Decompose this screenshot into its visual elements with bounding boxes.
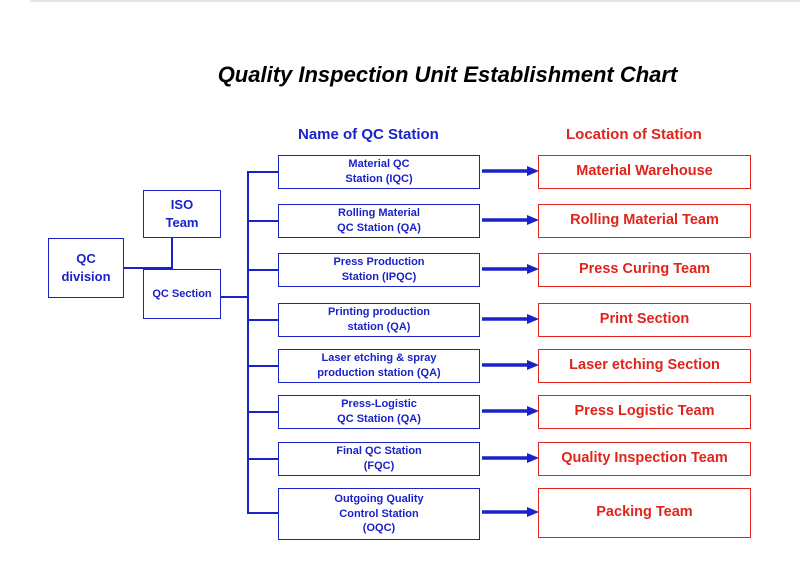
division-connector (124, 267, 172, 269)
location-column-header: Location of Station (566, 126, 702, 143)
station-box: Press-Logistic QC Station (QA) (278, 395, 480, 429)
qc-division-box: QC division (48, 238, 124, 298)
station-branch (247, 319, 279, 321)
location-box: Print Section (538, 303, 751, 337)
station-branch (247, 411, 279, 413)
location-box: Rolling Material Team (538, 204, 751, 238)
arrow-right-icon (482, 215, 539, 225)
station-box: Outgoing Quality Control Station (OQC) (278, 488, 480, 540)
location-box: Press Logistic Team (538, 395, 751, 429)
station-box: Laser etching & spray production station… (278, 349, 480, 383)
arrow-right-icon (482, 453, 539, 463)
station-spine (247, 171, 249, 513)
location-box: Material Warehouse (538, 155, 751, 189)
arrow-right-icon (482, 507, 539, 517)
location-box: Quality Inspection Team (538, 442, 751, 476)
station-branch (247, 171, 279, 173)
station-branch (247, 220, 279, 222)
station-box: Material QC Station (IQC) (278, 155, 480, 189)
iso-section-connector (171, 238, 173, 269)
qc-section-box: QC Section (143, 269, 221, 319)
location-box: Packing Team (538, 488, 751, 538)
station-branch (247, 458, 279, 460)
arrow-right-icon (482, 264, 539, 274)
location-box: Laser etching Section (538, 349, 751, 383)
section-trunk-connector (221, 296, 248, 298)
top-rule (30, 0, 800, 2)
arrow-right-icon (482, 406, 539, 416)
station-branch (247, 365, 279, 367)
station-branch (247, 269, 279, 271)
station-branch (247, 512, 279, 514)
station-box: Rolling Material QC Station (QA) (278, 204, 480, 238)
iso-team-box: ISO Team (143, 190, 221, 238)
station-box: Printing production station (QA) (278, 303, 480, 337)
chart-title: Quality Inspection Unit Establishment Ch… (217, 62, 678, 87)
location-box: Press Curing Team (538, 253, 751, 287)
station-box: Final QC Station (FQC) (278, 442, 480, 476)
arrow-right-icon (482, 166, 539, 176)
arrow-right-icon (482, 360, 539, 370)
station-box: Press Production Station (IPQC) (278, 253, 480, 287)
arrow-right-icon (482, 314, 539, 324)
station-column-header: Name of QC Station (298, 126, 439, 143)
